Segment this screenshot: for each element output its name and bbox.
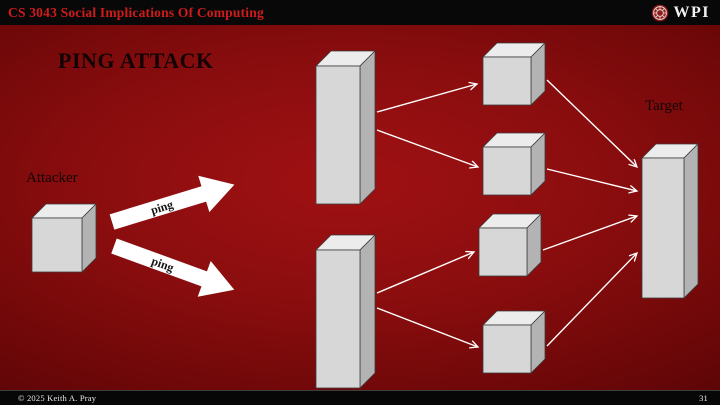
arrow-amp2-to-node4 <box>376 307 478 347</box>
copyright-text: © 2025 Keith A. Pray <box>18 393 97 403</box>
target-box <box>641 143 699 299</box>
target-label: Target <box>645 98 683 114</box>
reflector-cube-2 <box>482 132 546 196</box>
wpi-logo-text: WPI <box>673 3 710 21</box>
ping-label-2: ping <box>150 254 176 275</box>
arrow-node3-to-target <box>542 216 637 251</box>
reflector-cube-3 <box>478 213 542 277</box>
arrow-node2-to-target <box>546 168 637 191</box>
header-bar: CS 3043 Social Implications Of Computing… <box>0 0 720 25</box>
footer-bar: © 2025 Keith A. Pray 31 <box>0 390 720 405</box>
wpi-shield-icon <box>651 4 668 21</box>
wpi-logo: WPI <box>651 4 711 22</box>
course-title: CS 3043 Social Implications Of Computing <box>8 4 264 20</box>
arrow-amp1-to-node2 <box>376 129 478 167</box>
ping-arrow-2: ping <box>111 238 235 297</box>
ping-label-1: ping <box>149 197 175 217</box>
reflector-cube-1 <box>482 42 546 106</box>
arrow-node4-to-target <box>546 253 637 347</box>
arrow-amp2-to-node3 <box>376 252 474 294</box>
amplifier-box-1 <box>315 50 376 205</box>
page-number: 31 <box>699 393 708 403</box>
attack-flow-arrows <box>376 79 637 347</box>
slide-title: PING ATTACK <box>58 48 214 73</box>
ping-arrow-1: ping <box>109 175 235 230</box>
arrow-node1-to-target <box>546 79 637 167</box>
arrow-amp1-to-node1 <box>376 84 477 113</box>
attacker-label: Attacker <box>26 170 78 186</box>
attacker-cube <box>31 203 97 273</box>
reflector-cube-4 <box>482 310 546 374</box>
amplifier-box-2 <box>315 234 376 389</box>
